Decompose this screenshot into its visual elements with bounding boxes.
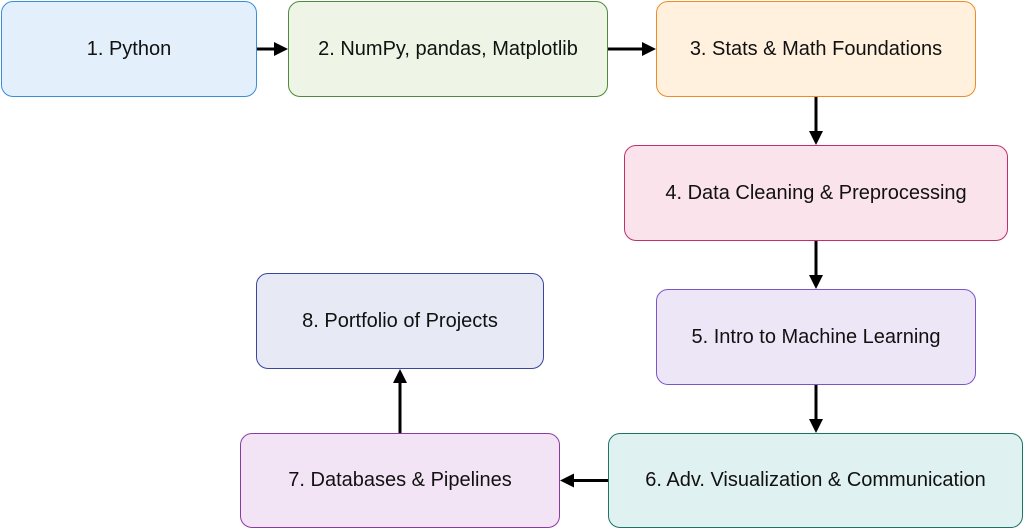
step-8-portfolio: 8. Portfolio of Projects xyxy=(256,273,544,369)
step-6-adv-visualization: 6. Adv. Visualization & Communication xyxy=(608,433,1023,528)
step-2-numpy-pandas-matplotlib: 2. NumPy, pandas, Matplotlib xyxy=(288,1,608,97)
step-5-label: 5. Intro to Machine Learning xyxy=(691,325,941,348)
step-7-label: 7. Databases & Pipelines xyxy=(288,469,512,491)
arrow-n7-to-n8 xyxy=(393,369,407,433)
arrow-n2-to-n3 xyxy=(608,42,656,56)
step-8-label: 8. Portfolio of Projects xyxy=(302,309,498,332)
arrow-n6-to-n7 xyxy=(560,473,608,488)
step-1-python: 1. Python xyxy=(1,1,257,97)
step-3-label: 3. Stats & Math Foundations xyxy=(689,37,943,60)
step-6-label: 6. Adv. Visualization & Communication xyxy=(645,469,986,491)
step-7-databases-pipelines: 7. Databases & Pipelines xyxy=(240,433,560,528)
arrow-n3-to-n4 xyxy=(809,97,823,145)
step-3-stats-math: 3. Stats & Math Foundations xyxy=(656,1,976,97)
step-4-label: 4. Data Cleaning & Preprocessing xyxy=(665,181,967,204)
step-1-label: 1. Python xyxy=(86,37,172,60)
arrow-n5-to-n6 xyxy=(809,385,823,433)
arrowhead-icon xyxy=(809,275,823,289)
step-4-data-cleaning: 4. Data Cleaning & Preprocessing xyxy=(624,145,1008,241)
arrowhead-icon xyxy=(274,42,288,56)
arrowhead-icon xyxy=(642,42,656,56)
arrow-n4-to-n5 xyxy=(809,241,823,289)
arrow-n1-to-n2 xyxy=(257,42,288,56)
arrowhead-icon xyxy=(809,419,823,433)
arrowhead-icon xyxy=(809,131,823,145)
arrowhead-icon xyxy=(560,473,574,488)
step-2-label: 2. NumPy, pandas, Matplotlib xyxy=(318,37,578,60)
step-5-intro-ml: 5. Intro to Machine Learning xyxy=(656,289,976,385)
arrowhead-icon xyxy=(393,369,407,383)
